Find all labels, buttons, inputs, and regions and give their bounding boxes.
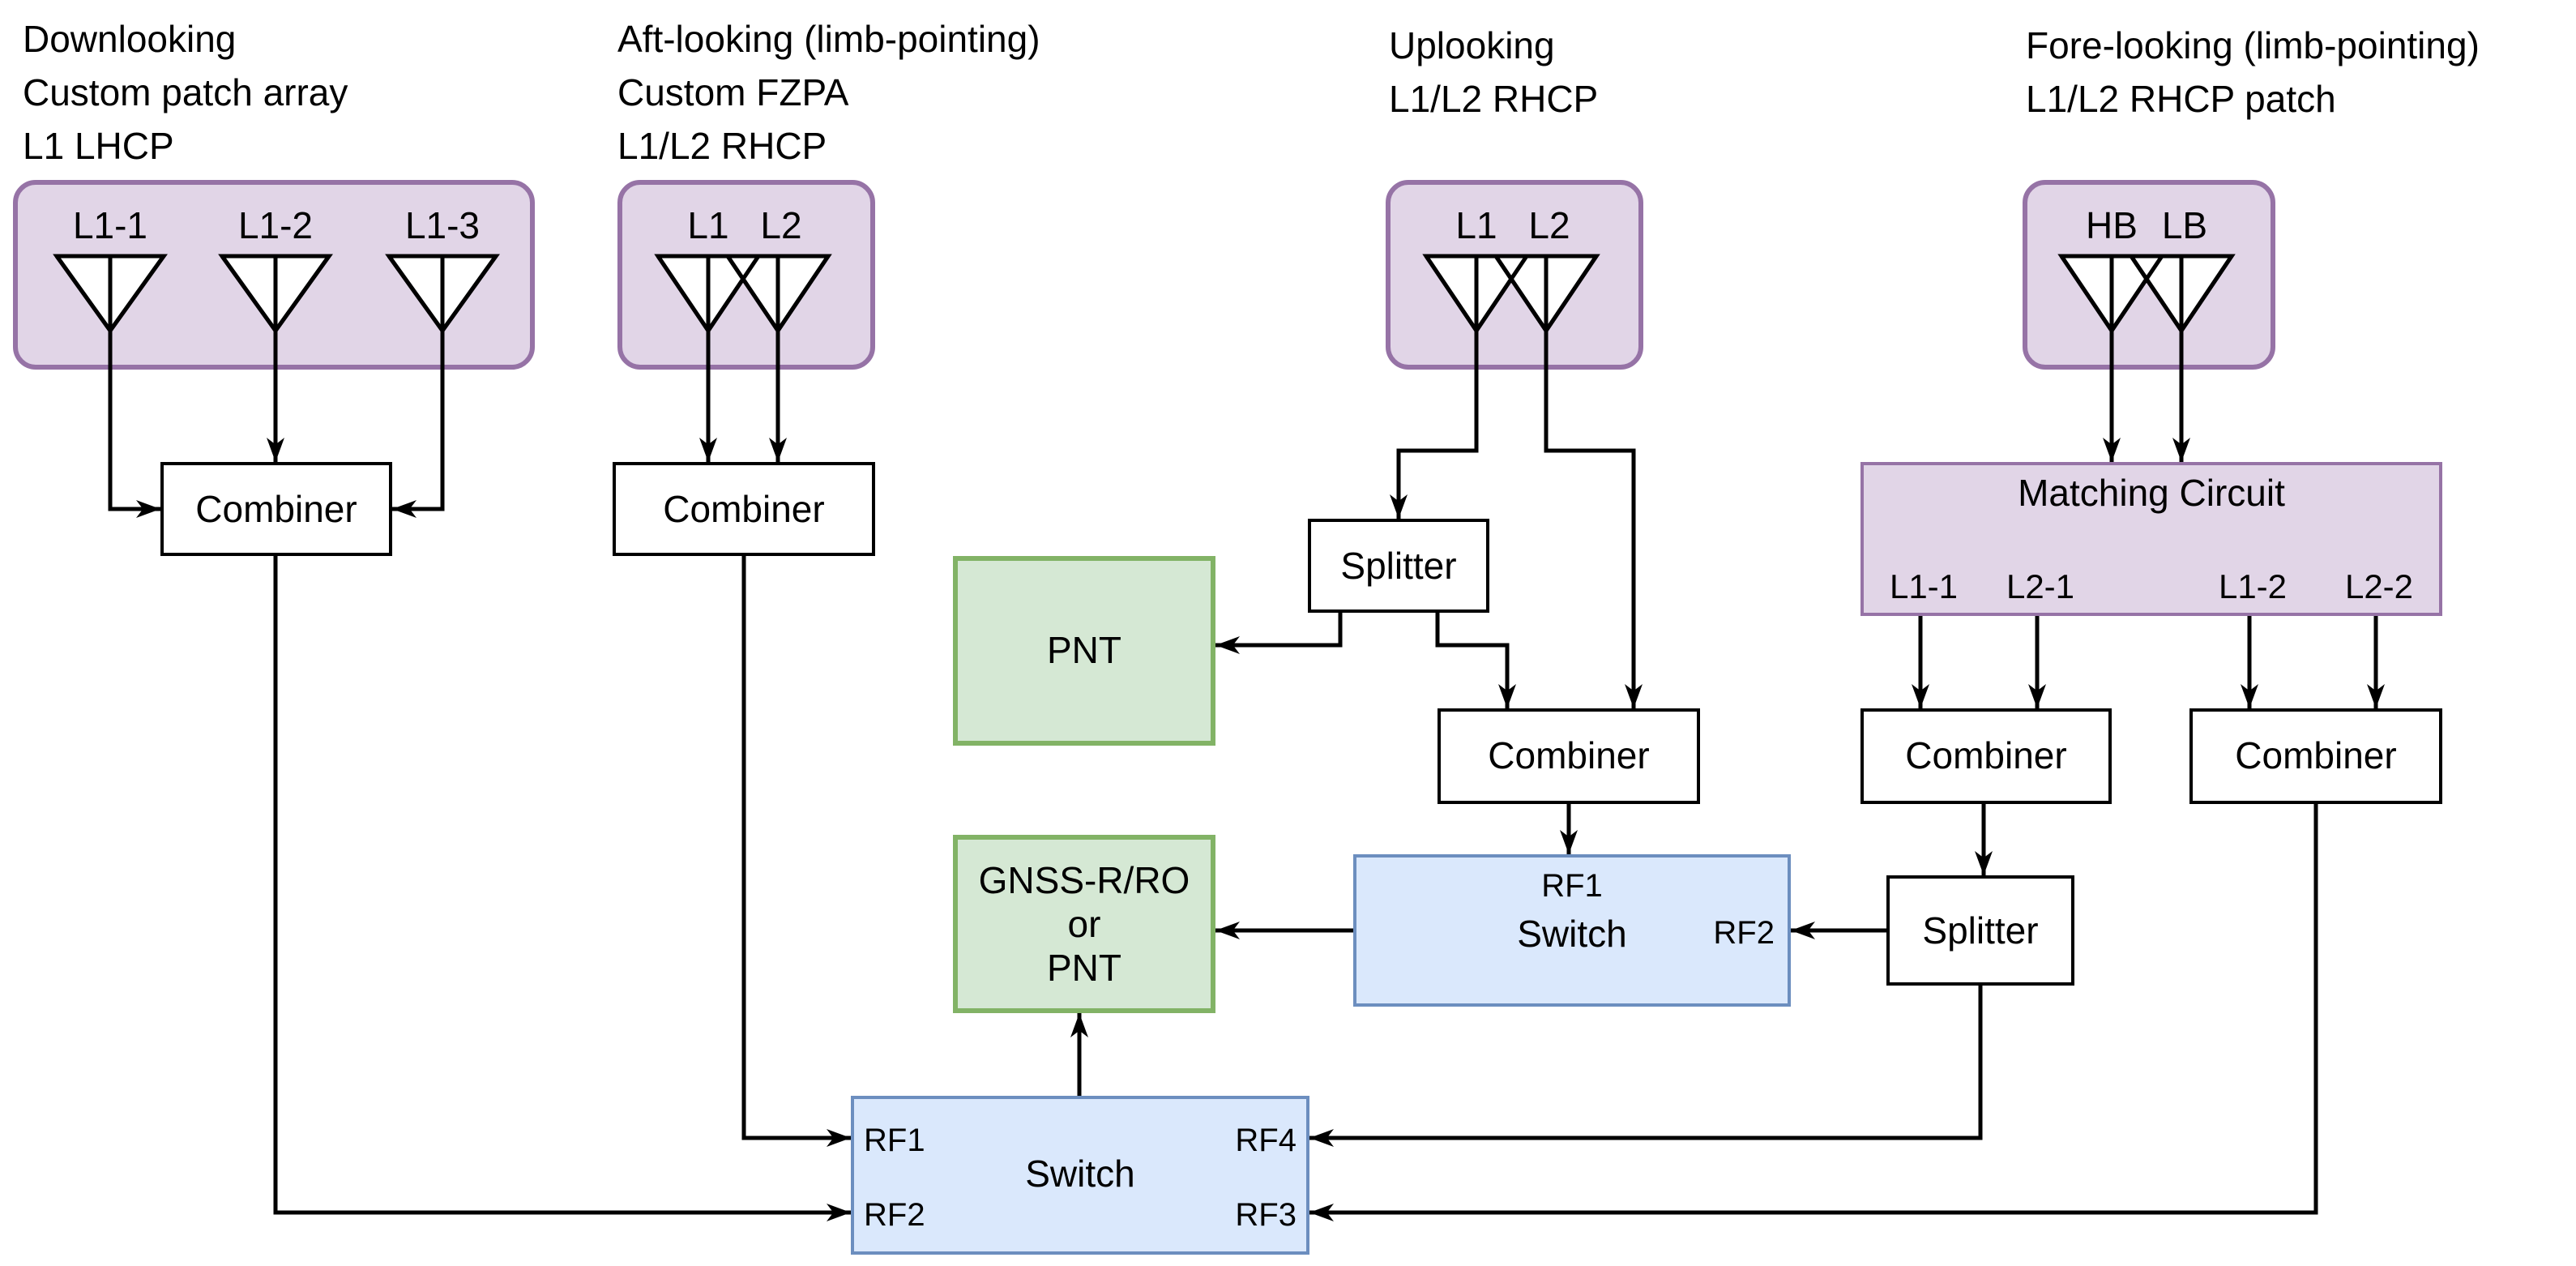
caption-uplooking: Uplooking L1/L2 RHCP [1389,19,1598,126]
antenna-icon [385,254,500,335]
antenna-icon [218,254,333,335]
splitter-fore-block: Splitter [1886,875,2074,986]
block-label: Combiner [1488,734,1650,776]
block-label: PNT [1047,629,1121,671]
wire-l1-1-to-combiner-down [108,331,160,518]
antenna-outline [656,254,763,335]
wire-splitter-fore-to-switch-lower-rf4 [1309,986,1983,1147]
antenna-outline [2059,254,2166,335]
combiner-uplooking-block: Combiner [1438,708,1700,804]
antenna-icon [2127,254,2236,335]
antenna-label: LB [2161,204,2208,246]
caption-fore: Fore-looking (limb-pointing) L1/L2 RHCP … [2026,19,2480,126]
wire-combiner-fore-2-to-switch-lower-rf3 [1309,804,2318,1221]
caption-line: Downlooking [23,18,237,60]
combiner-aft-block: Combiner [613,462,875,556]
antenna-label: HB [2086,204,2138,246]
switch-lower-block: RF1 RF2 RF4 RF3 Switch [851,1096,1309,1255]
antenna-label: L2 [760,204,802,246]
wire-splitter-up-to-combiner-up [1435,613,1516,708]
combiner-fore-1-block: Combiner [1860,708,2112,804]
switch-upper-port-rf1: RF1 [1541,869,1603,905]
matching-circuit-title: Matching Circuit [2018,472,2285,514]
caption-line: Fore-looking (limb-pointing) [2026,24,2480,66]
caption-line: Custom patch array [23,71,348,113]
switch-lower-port-rf1: RF1 [864,1123,925,1159]
block-label: Combiner [663,487,825,529]
combiner-fore-2-block: Combiner [2189,708,2442,804]
matching-circuit-port-l1-1: L1-1 [1889,569,1959,606]
antenna-icon [53,254,168,335]
wire-combiner-aft-to-switch-lower-rf1 [741,556,851,1147]
wire-combiner-down-to-switch-lower-rf2 [273,556,851,1221]
caption-line: L1/L2 RHCP [617,125,827,167]
caption-line: Uplooking [1389,24,1555,66]
block-label-line: GNSS-R/RO [978,858,1190,900]
switch-upper-port-rf2: RF2 [1713,916,1775,952]
switch-upper-block: RF1 Switch RF2 [1353,854,1791,1007]
caption-line: L1 LHCP [23,125,174,167]
caption-line: Aft-looking (limb-pointing) [617,18,1040,60]
block-label: Splitter [1340,544,1457,586]
antenna-icon [1492,254,1600,335]
caption-downlooking: Downlooking Custom patch array L1 LHCP [23,13,348,173]
antenna-outline [1493,254,1600,335]
antenna-outline [387,254,500,335]
pnt-receiver-block: PNT [953,556,1215,746]
matching-circuit-port-l2-1: L2-1 [2006,569,2075,606]
block-label-line: PNT [1047,946,1121,988]
caption-line: Custom FZPA [617,71,849,113]
gnss-receiver-block: GNSS-R/RO or PNT [953,835,1215,1013]
caption-line: L1/L2 RHCP patch [2026,78,2336,120]
switch-lower-port-rf4: RF4 [1235,1123,1297,1159]
caption-line: L1/L2 RHCP [1389,78,1599,120]
switch-lower-label: Switch [1025,1153,1135,1195]
block-label: Combiner [2235,734,2397,776]
block-label-line: or [1067,902,1101,944]
matching-circuit-block: Matching Circuit L1-1 L2-1 L1-2 L2-2 [1860,462,2442,616]
combiner-downlooking-block: Combiner [160,462,392,556]
antenna-label: L1 [1455,204,1497,246]
antenna-outline [54,254,168,335]
antenna-label: L1-1 [72,204,148,246]
wire-up-l2-to-combiner-up [1544,331,1643,708]
switch-lower-port-rf3: RF3 [1235,1198,1297,1234]
splitter-uplooking-block: Splitter [1308,519,1489,613]
block-label: Combiner [1905,734,2067,776]
antenna-label: L1-3 [404,204,481,246]
antenna-label: L1-2 [237,204,314,246]
matching-circuit-port-l1-2: L1-2 [2218,569,2288,606]
caption-aft: Aft-looking (limb-pointing) Custom FZPA … [617,13,1040,173]
block-label: Splitter [1922,909,2039,951]
antenna-outline [220,254,333,335]
switch-lower-port-rf2: RF2 [864,1198,925,1234]
antenna-label: L2 [1528,204,1570,246]
wire-splitter-up-to-pnt [1215,613,1343,654]
switch-upper-label: Switch [1517,913,1627,955]
antenna-icon [724,254,832,335]
antenna-outline [2129,254,2236,335]
antenna-outline [1424,254,1531,335]
wire-l1-3-to-combiner-down [392,331,445,518]
antenna-label: L1 [687,204,729,246]
antenna-outline [725,254,832,335]
matching-circuit-port-l2-2: L2-2 [2344,569,2414,606]
wire-up-l1-to-splitter [1390,331,1479,519]
block-label: Combiner [195,487,357,529]
